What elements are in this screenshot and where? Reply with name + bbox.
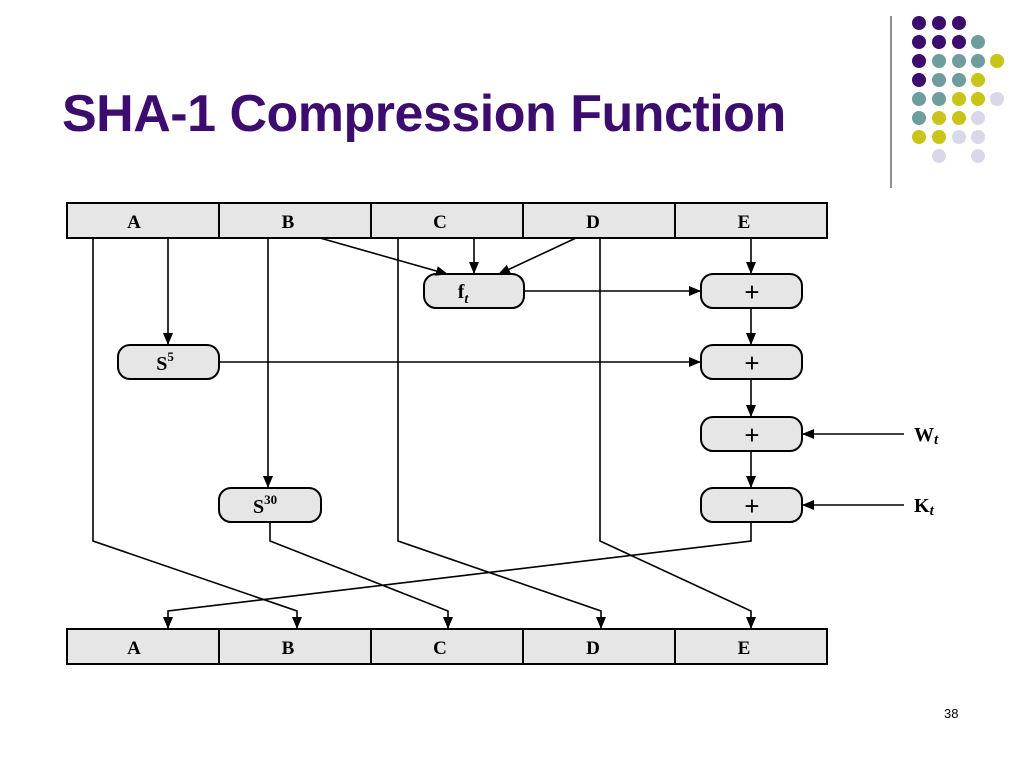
- decor-dot: [932, 149, 946, 163]
- decor-dot: [952, 35, 966, 49]
- adder-2: +: [700, 344, 803, 380]
- input-register-d: D: [586, 212, 600, 233]
- decor-dot: [952, 54, 966, 68]
- arrow-d-to-ft: [498, 237, 577, 275]
- decor-dot: [932, 73, 946, 87]
- rotate-left-5-label: S5: [156, 349, 174, 375]
- input-register-row: A B C D E: [66, 202, 828, 239]
- arrow-a-to-output-b: [92, 238, 302, 629]
- kt-input-label: Kt: [914, 495, 935, 519]
- arrow-adder4-to-output-a: [163, 522, 752, 629]
- wt-input-label: Wt: [914, 424, 939, 448]
- decor-dot: [952, 16, 966, 30]
- function-ft-box: ft: [423, 273, 525, 309]
- rotate-left-5-box: S5: [117, 344, 220, 380]
- slide-title: SHA-1 Compression Function: [62, 85, 786, 143]
- adder-2-symbol: +: [744, 348, 759, 378]
- decor-dot: [912, 73, 926, 87]
- decor-dot: [932, 35, 946, 49]
- decor-dot: [971, 149, 985, 163]
- decor-dot: [912, 130, 926, 144]
- decor-dot: [971, 130, 985, 144]
- rotate-left-30-label: S30: [253, 492, 277, 518]
- title-divider-line: [890, 16, 892, 188]
- decor-dot: [912, 111, 926, 125]
- adder-1-symbol: +: [744, 277, 759, 307]
- decor-dot: [932, 130, 946, 144]
- decor-dot: [952, 130, 966, 144]
- decor-dot: [971, 54, 985, 68]
- decor-dot: [952, 92, 966, 106]
- decor-dot: [912, 16, 926, 30]
- rotate-left-30-box: S30: [218, 487, 322, 523]
- decor-dot: [932, 92, 946, 106]
- adder-3: +: [700, 416, 803, 452]
- output-register-e: E: [738, 638, 751, 659]
- connectors: [92, 237, 904, 629]
- adder-4: +: [700, 487, 803, 523]
- decor-dot: [932, 54, 946, 68]
- decor-dot: [952, 111, 966, 125]
- input-register-a: A: [127, 212, 141, 233]
- decor-dot: [952, 73, 966, 87]
- decor-dot: [912, 54, 926, 68]
- output-register-a: A: [127, 638, 141, 659]
- decor-dot: [932, 111, 946, 125]
- decor-dot: [971, 73, 985, 87]
- function-ft-label: ft: [458, 281, 470, 307]
- input-register-b: B: [282, 212, 295, 233]
- decor-dot: [912, 92, 926, 106]
- adder-3-symbol: +: [744, 420, 759, 450]
- decor-dot: [971, 35, 985, 49]
- decor-dot: [932, 16, 946, 30]
- adder-4-symbol: +: [744, 491, 759, 521]
- output-register-c: C: [433, 638, 447, 659]
- adder-1: +: [700, 273, 803, 309]
- output-register-d: D: [586, 638, 600, 659]
- output-register-b: B: [282, 638, 295, 659]
- input-register-e: E: [738, 212, 751, 233]
- arrow-d-to-output-e: [599, 238, 756, 629]
- arrow-b-to-ft: [319, 237, 448, 276]
- arrow-c-to-output-d: [397, 238, 606, 629]
- decor-dot: [990, 54, 1004, 68]
- arrow-s30-to-output-c: [269, 522, 453, 629]
- output-register-row: A B C D E: [66, 628, 828, 665]
- page-number: 38: [944, 706, 959, 721]
- input-register-c: C: [433, 212, 447, 233]
- decor-dot: [990, 92, 1004, 106]
- decor-dot: [912, 35, 926, 49]
- decor-dot: [971, 111, 985, 125]
- decor-dot: [971, 92, 985, 106]
